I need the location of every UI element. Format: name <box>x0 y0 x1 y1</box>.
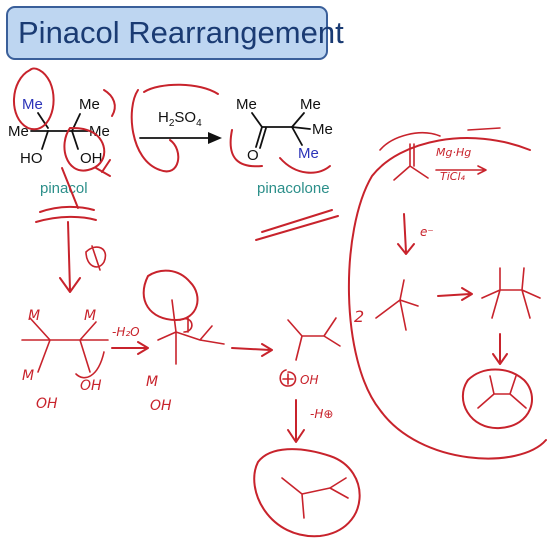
product-methyl-left: Me <box>236 96 257 113</box>
ink-circle-reagent <box>130 89 180 173</box>
ink-plus-oh <box>279 369 297 387</box>
reactant-methyl-left: Me <box>8 123 29 140</box>
ink-me-2: M <box>84 308 96 324</box>
reactant-hydroxyl-left: HO <box>20 150 43 167</box>
ink-ketone <box>393 143 429 181</box>
ink-arrow-coupling <box>437 287 473 301</box>
ink-arrow-workup <box>492 333 508 365</box>
ink-circle-migrating-methyl <box>13 67 55 131</box>
ink-mg-hg: Mg·Hg <box>436 146 471 159</box>
ink-arrow-electron <box>397 213 415 255</box>
product-name: pinacolone <box>257 180 330 197</box>
ink-electron: e⁻ <box>420 225 434 239</box>
ink-arrow-deprotonation <box>287 399 305 443</box>
ink-product-sketch <box>281 477 349 519</box>
title-banner: Pinacol Rearrangement <box>6 6 344 60</box>
ink-oh-1: OH <box>36 396 58 412</box>
slide-title: Pinacol Rearrangement <box>18 15 344 50</box>
ink-arrow-dehydration <box>111 341 149 355</box>
ink-arrow-protonation <box>59 221 81 293</box>
reagent-sub-2: 2 <box>168 118 175 129</box>
ink-underline-pinacol <box>35 205 97 223</box>
product-carbonyl-oxygen: O <box>247 147 259 164</box>
ink-circle-hydroxyl <box>63 127 106 172</box>
ink-minus-water: -H₂O <box>112 325 140 339</box>
product-methyl-migrated: Me <box>298 145 319 162</box>
ink-ketyl-radical <box>375 279 419 331</box>
reaction-arrow <box>139 132 222 144</box>
reagent-h: H <box>158 109 169 126</box>
ink-strokes-top <box>379 127 501 151</box>
ink-arc-methyl <box>279 157 331 174</box>
ink-oh-2: OH <box>150 398 172 414</box>
ink-plus-charge <box>179 317 193 333</box>
ink-diol-sketch <box>477 375 527 409</box>
ink-me-3: M <box>22 368 34 384</box>
ink-curly-arrow-1 <box>75 351 105 379</box>
ink-ticl4: TiCl₄ <box>440 170 466 183</box>
reagent-so: SO <box>174 109 197 126</box>
ink-oh-3: OH <box>300 373 318 387</box>
reactant-methyl-right: Me <box>89 123 110 140</box>
ink-circle-shift <box>142 269 199 321</box>
ink-minus-h: -H⊕ <box>310 407 333 421</box>
ink-carbocation <box>157 299 225 365</box>
product-methyl-right: Me <box>312 121 333 138</box>
product-bonds <box>251 112 311 149</box>
reagent-label: H2SO4 <box>158 109 202 129</box>
ink-me-4: M <box>146 374 158 390</box>
ink-arc-reagent <box>143 83 219 95</box>
ink-arrow-reagents <box>435 165 487 175</box>
ink-slash-pinacol <box>61 167 79 209</box>
ink-oxocarbenium <box>287 317 341 361</box>
ink-big-circle <box>347 137 547 460</box>
reactant-bonds <box>30 112 89 150</box>
reactant-methyl-top-right: Me <box>79 96 100 113</box>
ink-dianion <box>481 267 541 319</box>
reactant-hydroxyl-right: OH <box>80 150 103 167</box>
ink-mark-pinacol <box>95 159 111 177</box>
ink-oh2-1: OH <box>80 378 102 394</box>
ink-bracket <box>103 89 116 117</box>
ink-two: 2 <box>354 307 364 326</box>
ink-protonated-diol <box>21 317 109 373</box>
ink-arrow-shift <box>231 343 273 357</box>
ink-circle-diol <box>462 368 533 430</box>
reactant-name: pinacol <box>40 180 88 197</box>
ink-arc-product <box>229 129 263 168</box>
product-methyl-top-right: Me <box>300 96 321 113</box>
reactant-methyl-migrating: Me <box>22 96 43 113</box>
ink-circle-product <box>253 448 361 538</box>
ink-h-plus <box>85 245 107 271</box>
reagent-sub-4: 4 <box>196 118 202 129</box>
ink-underline-pinacolone <box>255 209 339 241</box>
ink-me-1: M <box>28 308 40 324</box>
